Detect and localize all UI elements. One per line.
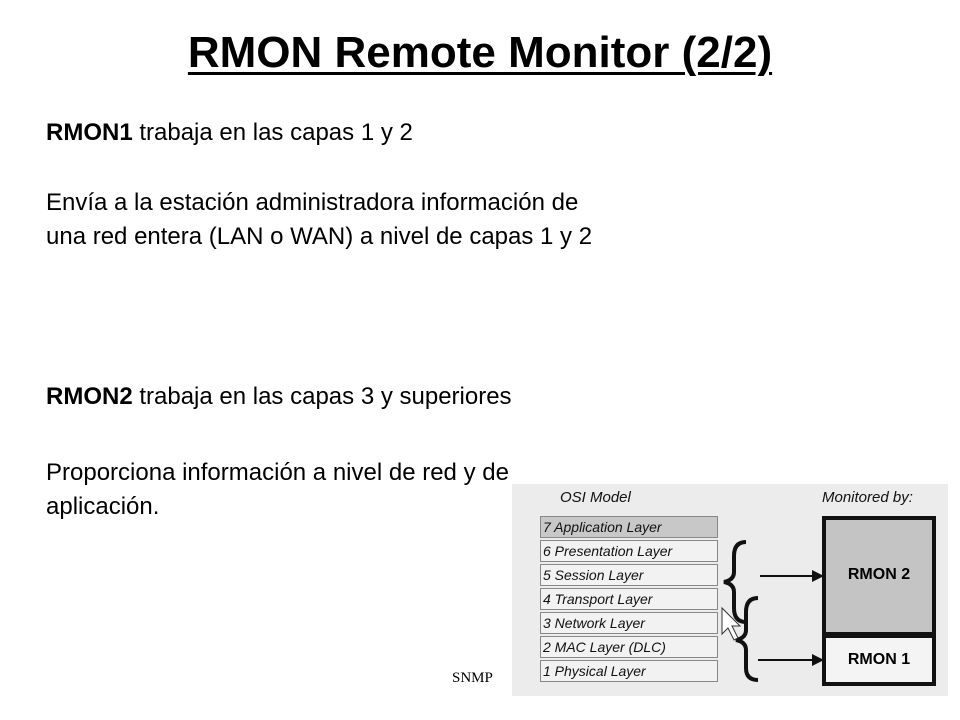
- rmon1-details: Envía a la estación administradora infor…: [46, 186, 592, 254]
- osi-layer-6: 6 Presentation Layer: [540, 540, 718, 562]
- mouse-pointer-icon: [721, 606, 742, 641]
- rmon1-details-line2: una red entera (LAN o WAN) a nivel de ca…: [46, 223, 593, 250]
- osi-rmon-diagram: OSI Model Monitored by: 7 Application La…: [512, 484, 948, 696]
- osi-layer-2: 2 MAC Layer (DLC): [540, 636, 718, 658]
- rmon1-box: RMON 1: [822, 634, 936, 686]
- rmon2-box: RMON 2: [822, 516, 936, 636]
- footer-label: SNMP: [452, 670, 493, 686]
- slide-title-text: RMON Remote Monitor (2/2): [187, 28, 773, 77]
- arrowhead-rmon1-icon: [812, 654, 824, 666]
- rmon2-description: trabaja en las capas 3 y superiores: [132, 383, 512, 410]
- rmon1-details-line1: Envía a la estación administradora infor…: [46, 189, 579, 216]
- rmon1-box-label: RMON 1: [847, 651, 911, 668]
- monitored-by-label: Monitored by:: [822, 489, 913, 506]
- rmon2-details-line2: aplicación.: [46, 493, 160, 520]
- rmon2-details-line1: Proporciona información a nivel de red y…: [46, 459, 509, 486]
- diagram-connectors: [721, 540, 824, 682]
- lower-brace-icon: [735, 596, 759, 682]
- osi-layer-1: 1 Physical Layer: [540, 660, 718, 682]
- rmon1-paragraph: RMON1 trabaja en las capas 1 y 2: [46, 116, 413, 150]
- rmon2-paragraph: RMON2 trabaja en las capas 3 y superiore…: [46, 380, 512, 414]
- osi-layer-3: 3 Network Layer: [540, 612, 718, 634]
- osi-layer-7: 7 Application Layer: [540, 516, 718, 538]
- osi-model-label: OSI Model: [560, 489, 631, 506]
- rmon1-description: trabaja en las capas 1 y 2: [132, 119, 413, 146]
- arrowhead-rmon2-icon: [812, 570, 824, 582]
- osi-layer-5: 5 Session Layer: [540, 564, 718, 586]
- rmon2-box-label: RMON 2: [847, 566, 911, 583]
- rmon1-term: RMON1: [46, 119, 133, 146]
- rmon2-details: Proporciona información a nivel de red y…: [46, 456, 509, 524]
- upper-brace-icon: [723, 540, 747, 624]
- rmon2-term: RMON2: [46, 383, 133, 410]
- osi-layer-4: 4 Transport Layer: [540, 588, 718, 610]
- slide-title: RMON Remote Monitor (2/2): [0, 28, 960, 78]
